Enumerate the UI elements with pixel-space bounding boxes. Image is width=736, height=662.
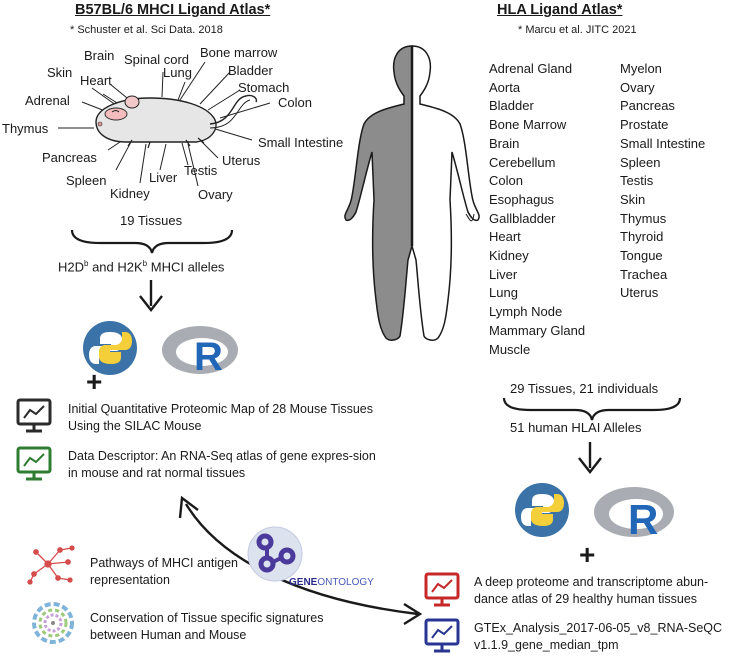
mouse-dataset-proteomic: Initial Quantitative Proteomic Map of 28… <box>68 402 374 433</box>
mouse-label-spleen: Spleen <box>66 173 107 188</box>
human-dataset-proteome: A deep proteome and transcriptome abun-d… <box>474 575 709 606</box>
mouse-label-uterus: Uterus <box>222 153 261 168</box>
mouse-label-kidney: Kidney <box>110 186 150 201</box>
python-icon <box>83 321 137 375</box>
mouse-label-heart: Heart <box>80 73 112 88</box>
list-item: Mammary Gland <box>489 322 586 338</box>
mouse-label-skin: Skin <box>47 65 73 80</box>
list-item: Thyroid <box>620 229 664 245</box>
human-plus: + <box>579 539 596 570</box>
list-item: Thymus <box>620 210 667 226</box>
list-item: Bladder <box>489 98 534 114</box>
gene-ontology-logo <box>247 526 303 582</box>
list-item: Aorta <box>489 79 521 95</box>
mouse-label-liver: Liver <box>149 170 178 185</box>
list-item: Adrenal Gland <box>489 61 573 76</box>
human-atlas-title: HLA Ligand Atlas* <box>497 2 623 18</box>
mouse-atlas-title: B57BL/6 MHCI Ligand Atlas* <box>75 2 271 18</box>
human-python-r-logos: R <box>515 483 674 543</box>
list-item: Prostate <box>620 117 669 133</box>
mouse-body <box>95 94 258 149</box>
list-item: Lung <box>489 285 518 301</box>
list-item: Pancreas <box>620 98 675 114</box>
human-dataset-gtex: GTEx_Analysis_2017-06-05_v8_RNA-SeQCv1.1… <box>474 621 723 652</box>
list-item: Esophagus <box>489 191 555 207</box>
list-item: Cerebellum <box>489 154 556 170</box>
mouse-label-colon: Colon <box>278 95 312 110</box>
human-tissue-list-col1: Adrenal Gland Aorta Bladder Bone Marrow … <box>489 60 585 359</box>
list-item: Brain <box>489 135 520 151</box>
pathways-text: Pathways of MHCI antigen representation <box>90 556 238 587</box>
mouse-label-brain: Brain <box>84 48 115 63</box>
pathway-network-icon <box>27 545 75 585</box>
mouse-python-r-logos: R <box>83 321 238 379</box>
mouse-label-ovary: Ovary <box>198 187 233 202</box>
list-item: Trachea <box>620 266 668 282</box>
monitor-chart-icon-green <box>16 446 52 481</box>
mouse-label-pancreas: Pancreas <box>42 150 97 165</box>
list-item: Muscle <box>489 341 531 357</box>
list-item: Lymph Node <box>489 304 563 320</box>
mouse-atlas-citation: * Schuster et al. Sci Data. 2018 <box>70 24 223 36</box>
r-icon: R <box>594 487 674 543</box>
list-item: Tongue <box>620 248 663 264</box>
mouse-label-testis: Testis <box>184 163 218 178</box>
list-item: Colon <box>489 173 523 189</box>
mouse-label-stomach: Stomach <box>238 80 290 95</box>
python-icon <box>515 483 569 537</box>
mouse-label-thymus: Thymus <box>2 121 49 136</box>
mouse-label-adrenal: Adrenal <box>25 93 70 108</box>
human-tissue-count: 29 Tissues, 21 individuals <box>510 381 659 396</box>
mouse-alleles: H2Db and H2Kb MHCI alleles <box>58 259 225 275</box>
list-item: Skin <box>620 191 646 207</box>
mouse-label-spinal-cord: Spinal cord <box>124 52 190 67</box>
r-letter: R <box>194 335 223 379</box>
mouse-label-bladder: Bladder <box>228 63 273 78</box>
conservation-text: Conservation of Tissue specific signatur… <box>90 611 324 642</box>
list-item: Liver <box>489 266 518 282</box>
mouse-tissue-count: 19 Tissues <box>120 213 183 228</box>
human-alleles: 51 human HLAI Alleles <box>510 420 642 435</box>
gene-ontology-label: GENEONTOLOGY <box>289 577 374 588</box>
monitor-chart-icon-red <box>424 572 460 607</box>
list-item: Heart <box>489 229 521 245</box>
mouse-plus: + <box>86 366 103 397</box>
monitor-chart-icon <box>16 398 52 433</box>
human-dataset-icons <box>424 572 460 653</box>
list-item: Gallbladder <box>489 210 556 226</box>
list-item: Spleen <box>620 154 661 170</box>
mouse-label-lung: Lung <box>163 65 192 80</box>
list-item: Testis <box>620 173 654 189</box>
r-icon: R <box>162 326 238 379</box>
human-atlas-citation: * Marcu et al. JITC 2021 <box>518 24 637 36</box>
mouse-dataset-rnaseq: Data Descriptor: An RNA-Seq atlas of gen… <box>68 449 376 480</box>
list-item: Kidney <box>489 248 529 264</box>
list-item: Bone Marrow <box>489 117 567 133</box>
mouse-label-bone-marrow: Bone marrow <box>200 45 278 60</box>
mouse-dataset-icons <box>16 398 52 481</box>
mouse-label-small-intestine: Small Intestine <box>258 135 344 150</box>
list-item: Small Intestine <box>620 135 706 151</box>
r-letter: R <box>628 496 658 543</box>
human-tissue-list-col2: Myelon Ovary Pancreas Prostate Small Int… <box>620 60 705 303</box>
list-item: Ovary <box>620 79 655 95</box>
conservation-tree-icon <box>32 602 74 644</box>
list-item: Myelon <box>620 61 662 76</box>
list-item: Uterus <box>620 285 659 301</box>
monitor-chart-icon-blue <box>424 618 460 653</box>
